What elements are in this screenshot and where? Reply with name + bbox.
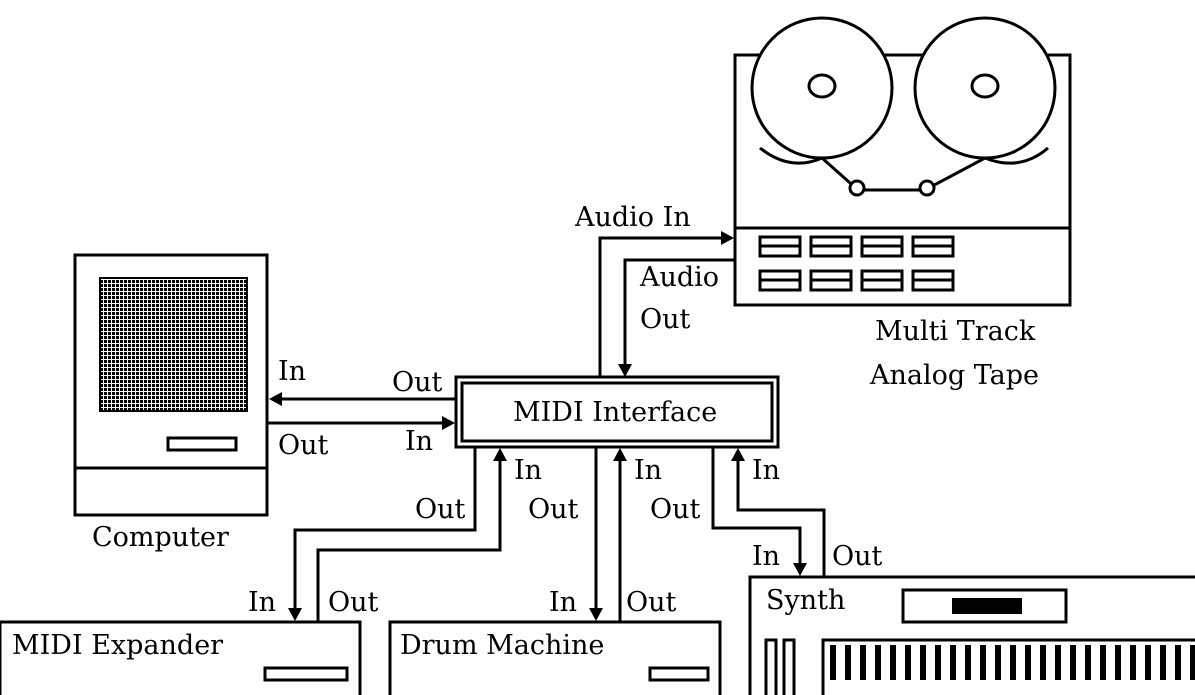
computer-device xyxy=(75,255,267,515)
audio-out-label-line2: Out xyxy=(640,304,691,335)
drum-in-arrow xyxy=(589,608,603,621)
synth-out-label: Out xyxy=(832,541,883,572)
synth-in-arrow xyxy=(793,563,807,576)
computer-out-label: Out xyxy=(278,430,329,461)
synth-label: Synth xyxy=(766,585,845,616)
computer-disk-slot xyxy=(168,438,236,450)
expander-out-label: Out xyxy=(328,587,379,618)
expander-in-cable xyxy=(295,447,475,610)
drum-link-out-label: Out xyxy=(528,494,579,525)
computer-in-label: In xyxy=(278,356,306,387)
drum-out-label: Out xyxy=(626,587,677,618)
synth-out-cable xyxy=(738,460,824,577)
expander-in-arrow xyxy=(288,608,302,621)
synth-in-label: In xyxy=(752,541,780,572)
expander-link-out-label: Out xyxy=(415,494,466,525)
midi-expander-label: MIDI Expander xyxy=(12,630,223,661)
expander-out-arrow xyxy=(493,448,507,461)
audio-out-arrow xyxy=(618,364,632,377)
audio-in-arrow xyxy=(721,231,734,245)
synth-keyboard xyxy=(823,640,1195,695)
computer-out-arrow xyxy=(442,416,455,430)
synth-link-in-label: In xyxy=(752,455,780,486)
audio-in-label: Audio In xyxy=(574,202,691,233)
midi-interface-label: MIDI Interface xyxy=(513,397,717,428)
synth-link-out-label: Out xyxy=(650,494,701,525)
computer-label: Computer xyxy=(92,522,229,553)
expander-link-in-label: In xyxy=(514,455,542,486)
drum-link-in-label: In xyxy=(634,455,662,486)
interface-out-label: Out xyxy=(392,367,443,398)
audio-out-label-line1: Audio xyxy=(639,262,719,293)
expander-in-label: In xyxy=(248,587,276,618)
interface-in-label: In xyxy=(405,426,433,457)
tape-label-line2: Analog Tape xyxy=(869,360,1039,391)
computer-in-arrow xyxy=(269,392,282,406)
drum-machine-label: Drum Machine xyxy=(400,630,604,661)
computer-screen xyxy=(100,278,247,411)
tape-label-line1: Multi Track xyxy=(875,316,1036,347)
drum-out-arrow xyxy=(613,448,627,461)
tape-machine-device xyxy=(735,18,1070,305)
synth-out-arrow xyxy=(731,448,745,461)
drum-in-label: In xyxy=(549,587,577,618)
